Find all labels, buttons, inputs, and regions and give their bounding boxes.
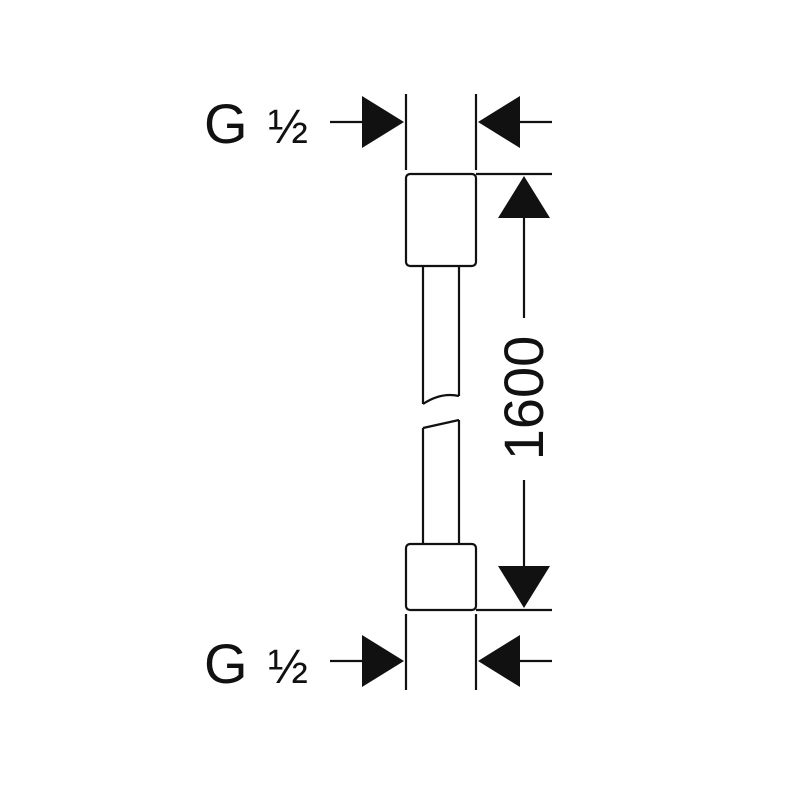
bottom-arrowhead-left [362, 635, 404, 687]
top-connector-nut [404, 172, 478, 268]
top-thread-size: ½ [268, 101, 308, 154]
bottom-connector-nut [404, 542, 478, 612]
length-arrowhead-bottom [498, 566, 550, 608]
top-arrowhead-left [362, 96, 404, 148]
upper-break-line [422, 393, 460, 405]
length-dimension: 1600 [476, 172, 555, 612]
length-value-label: 1600 [492, 336, 555, 461]
bottom-arrowhead-right [478, 635, 520, 687]
top-thread-letter: G [204, 92, 248, 155]
bottom-thread-dimension: G ½ [204, 614, 552, 695]
top-thread-dimension: G ½ [204, 92, 552, 170]
bottom-thread-size: ½ [268, 641, 308, 694]
top-arrowhead-right [478, 96, 520, 148]
length-arrowhead-top [498, 176, 550, 218]
hose-body [404, 172, 478, 612]
bottom-thread-letter: G [204, 632, 248, 695]
lower-break-line [422, 418, 460, 430]
